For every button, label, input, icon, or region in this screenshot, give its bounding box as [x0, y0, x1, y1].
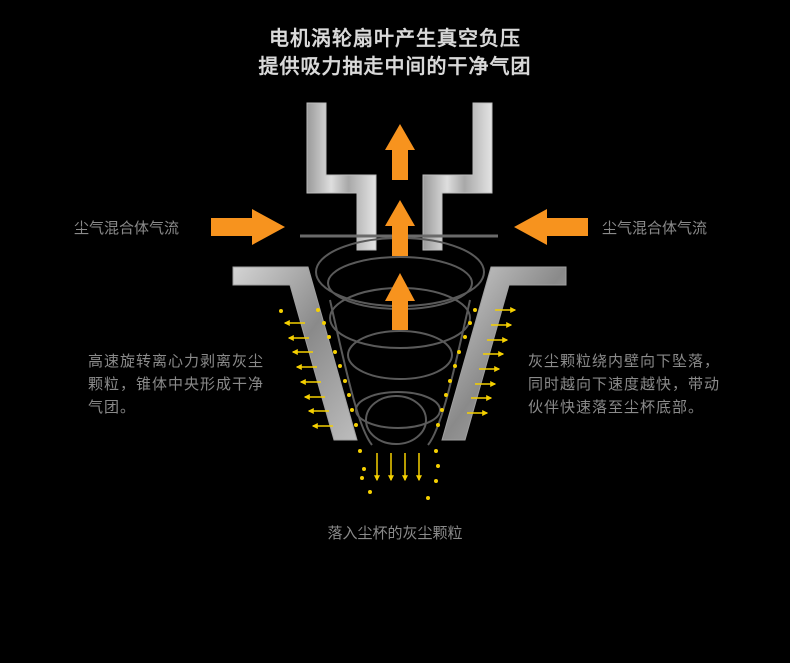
right-pointing-inflow-arrow	[211, 209, 285, 245]
left-outward-arrows	[283, 320, 333, 429]
right-outward-arrows	[467, 307, 517, 416]
orange-arrows	[211, 124, 588, 330]
up-arrow-mid	[385, 200, 415, 256]
up-arrow-bottom	[385, 273, 415, 330]
vortex-swirl	[315, 237, 485, 446]
cone-left-wall	[232, 266, 358, 441]
particle-fall-description: 灰尘颗粒绕内壁向下坠落，同时越向下速度越快，带动伙伴快速落至尘杯底部。	[528, 352, 721, 416]
inflow-label-right: 尘气混合体气流	[602, 219, 708, 237]
title-line-2: 提供吸力抽走中间的干净气团	[258, 54, 532, 78]
downward-arrows	[374, 453, 422, 482]
inflow-label-left: 尘气混合体气流	[74, 219, 180, 237]
exhaust-left-wall	[306, 102, 377, 251]
centrifugal-description: 高速旋转离心力剥离灰尘颗粒，锥体中央形成干净气团。	[88, 352, 265, 416]
up-arrow-top	[385, 124, 415, 180]
left-pointing-inflow-arrow	[514, 209, 588, 245]
exhaust-right-wall	[422, 102, 493, 251]
title-line-1: 电机涡轮扇叶产生真空负压	[269, 26, 521, 50]
dust-particles	[279, 308, 477, 500]
dust-cup-label: 落入尘杯的灰尘颗粒	[327, 524, 463, 542]
cone-right-wall	[441, 266, 567, 441]
